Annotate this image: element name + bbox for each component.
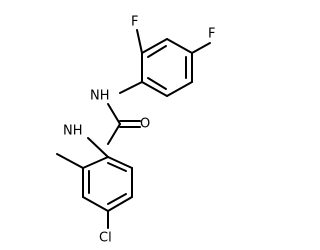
- bond: [147, 45, 167, 58]
- atom-label-o: O: [140, 117, 150, 132]
- bond: [107, 193, 127, 205]
- atom-label-f: F: [131, 15, 138, 30]
- bond: [82, 156, 109, 169]
- bonds: [56, 29, 211, 229]
- bond: [107, 196, 133, 212]
- bond: [141, 38, 168, 54]
- atom-label-cl: Cl: [99, 231, 112, 246]
- structure-diagram: F F NH O NH Cl: [56, 15, 215, 246]
- bond: [141, 81, 168, 97]
- bond: [87, 137, 109, 158]
- bond: [147, 77, 167, 90]
- bond: [107, 156, 133, 169]
- bond: [166, 81, 193, 97]
- bond: [107, 103, 121, 125]
- atom-label-nh: NH: [90, 89, 110, 104]
- bond: [136, 29, 143, 54]
- bond: [191, 42, 211, 54]
- bond: [82, 196, 109, 212]
- bond: [166, 38, 193, 54]
- bond: [119, 81, 143, 94]
- bond: [107, 123, 121, 145]
- atom-label-nh: NH: [63, 124, 83, 139]
- atom-label-f: F: [208, 27, 215, 42]
- bond: [107, 162, 127, 172]
- bond: [56, 153, 84, 169]
